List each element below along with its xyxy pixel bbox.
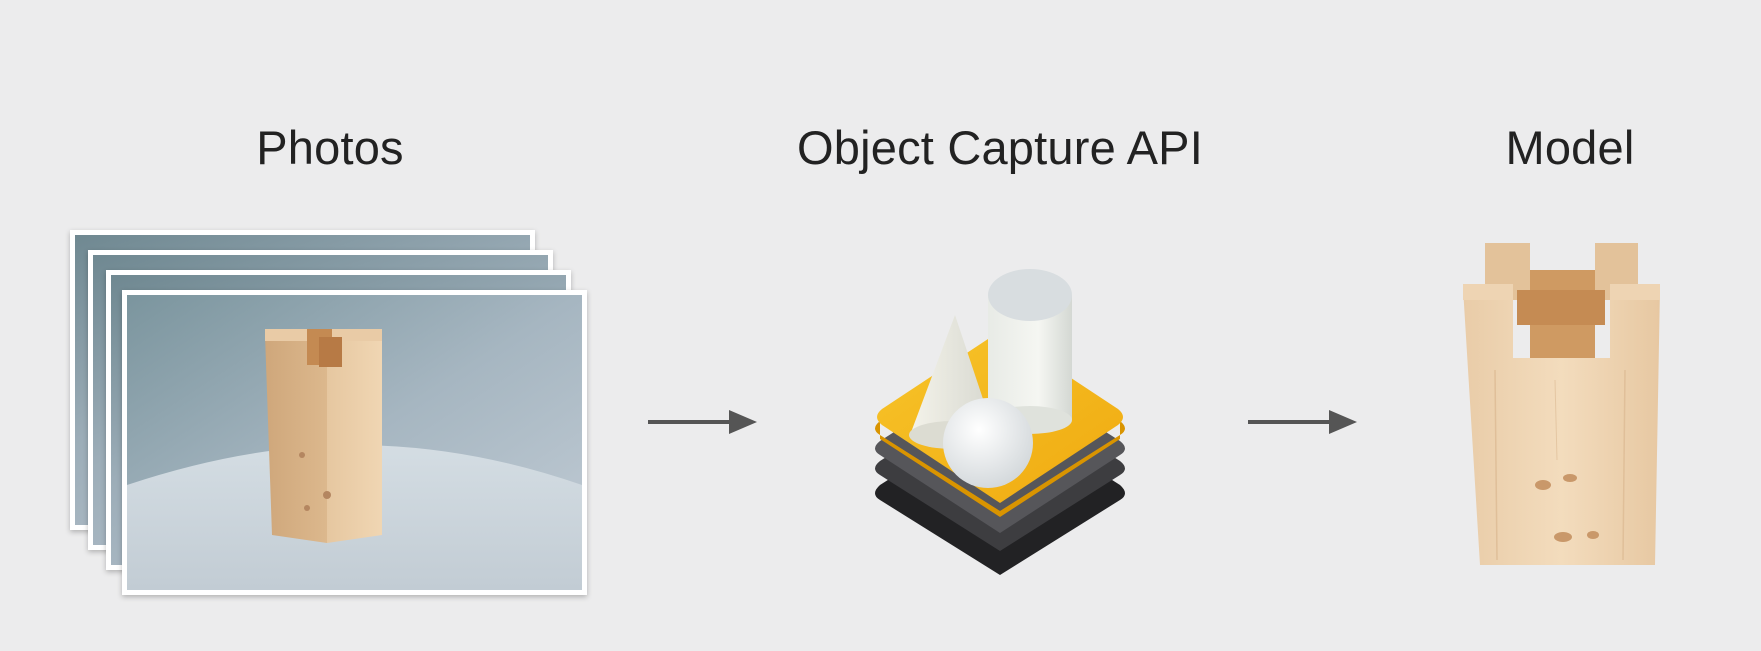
wooden-block-model: [1463, 243, 1660, 565]
model-label: Model: [1505, 121, 1635, 174]
object-capture-icon: [875, 269, 1125, 575]
photo-stack: [60, 220, 600, 620]
wooden-block-photo: [127, 295, 582, 590]
photo-card-front: [122, 290, 587, 595]
photos-label: Photos: [256, 121, 404, 174]
right-arrow-icon: [1248, 410, 1357, 434]
right-arrow-icon: [648, 410, 757, 434]
object-capture-api-label: Object Capture API: [797, 121, 1203, 174]
